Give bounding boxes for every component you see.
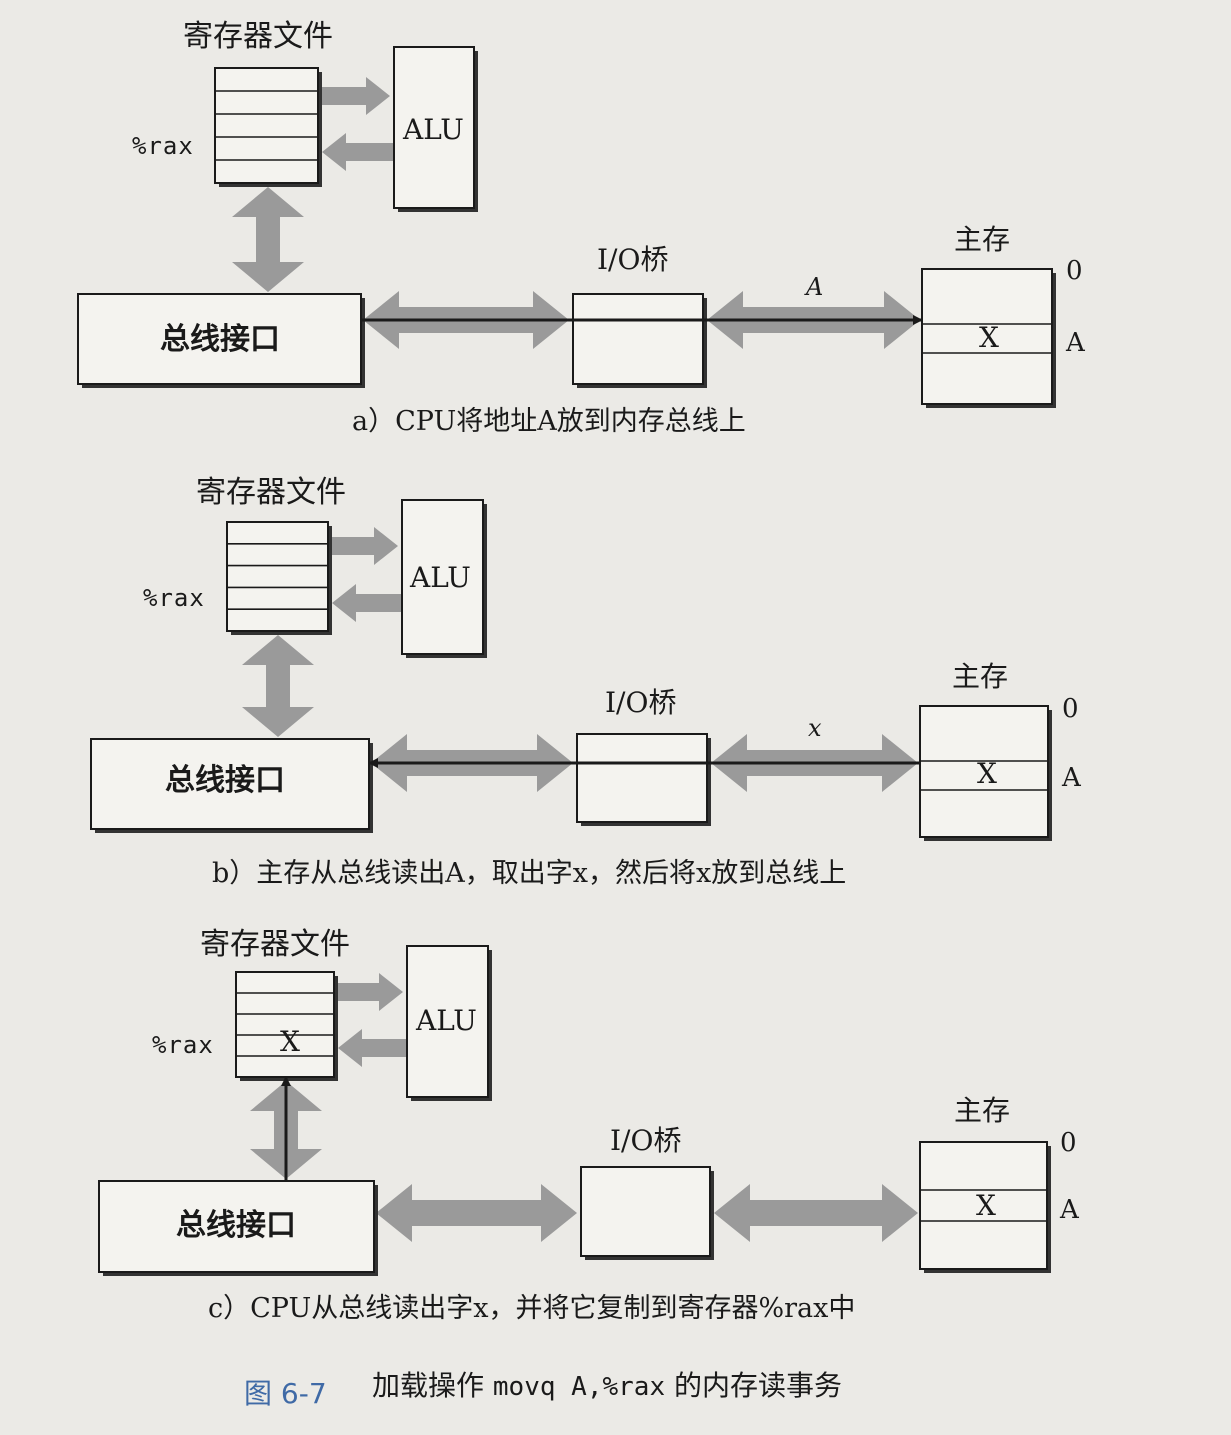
alu-box-a — [393, 46, 475, 209]
main-memory-box-c — [919, 1141, 1048, 1270]
caption-a: a）CPU将地址A放到内存总线上 — [352, 406, 746, 437]
regfile-to-alu-arrow-a — [318, 77, 390, 115]
figure-number: 图 6-7 — [244, 1377, 327, 1410]
bus-interface-label-c: 总线接口 — [176, 1208, 296, 1243]
figure-title-suffix: 的内存读事务 — [665, 1369, 842, 1402]
panel-a — [77, 46, 1056, 408]
address-0-label-c: 0 — [1060, 1128, 1077, 1158]
bus-interface-label-a: 总线接口 — [160, 322, 280, 357]
main-memory-label-a: 主存 — [954, 223, 1011, 256]
bus-interface-box-c — [98, 1180, 375, 1273]
main-memory-label-b: 主存 — [952, 660, 1009, 693]
bus-interface-label-b: 总线接口 — [165, 763, 285, 798]
register-file-label-b: 寄存器文件 — [196, 475, 346, 510]
main-memory-box-a — [921, 268, 1053, 405]
bus-interface-box-a — [77, 293, 362, 385]
caption-c: c）CPU从总线读出字x，并将它复制到寄存器%rax中 — [208, 1293, 856, 1324]
address-a-label-b: A — [1062, 763, 1081, 793]
register-file-label-a: 寄存器文件 — [183, 19, 333, 54]
memory-cell-x-a: X — [979, 321, 999, 354]
io-bridge-label-a: I/O桥 — [597, 243, 669, 276]
main-memory-box-b — [919, 705, 1049, 838]
alu-to-regfile-arrow-a — [322, 133, 394, 171]
regfile-bus-arrow-a — [232, 187, 304, 292]
rax-label-c: %rax — [152, 1031, 214, 1059]
alu-label-b: ALU — [410, 561, 471, 594]
alu-to-regfile-arrow-b — [332, 584, 402, 622]
alu-to-regfile-arrow-c — [338, 1029, 407, 1067]
address-a-label-c: A — [1060, 1195, 1079, 1225]
figure-title-prefix: 加载操作 — [372, 1369, 493, 1402]
regfile-to-alu-arrow-b — [328, 527, 398, 565]
io-bridge-label-c: I/O桥 — [610, 1124, 682, 1157]
register-file-b — [226, 521, 329, 632]
alu-label-a: ALU — [403, 113, 464, 146]
io-bridge-box-c — [580, 1166, 711, 1257]
panel-b — [90, 499, 1052, 841]
io-bridge-box-b — [576, 733, 708, 823]
figure-title-code: movq A,%rax — [492, 1372, 666, 1402]
memory-cell-x-b: X — [977, 757, 997, 790]
system-bus-arrow-c — [376, 1184, 577, 1242]
rax-label-a: %rax — [132, 132, 194, 160]
address-0-label-b: 0 — [1062, 694, 1079, 724]
alu-label-c: ALU — [416, 1004, 477, 1037]
alu-box-b — [401, 499, 484, 655]
rax-value-x-c: X — [280, 1025, 300, 1058]
register-file-a — [214, 67, 319, 184]
rax-label-b: %rax — [143, 584, 205, 612]
register-file-label-c: 寄存器文件 — [200, 927, 350, 962]
regfile-to-alu-arrow-c — [334, 973, 403, 1011]
bus-value-label-b: x — [808, 714, 822, 742]
register-file-c — [235, 971, 335, 1078]
address-0-label-a: 0 — [1066, 256, 1083, 286]
bus-interface-box-b — [90, 738, 370, 830]
bus-value-label-a: A — [806, 273, 824, 301]
main-memory-label-c: 主存 — [954, 1094, 1011, 1127]
figure-title: 加载操作 movq A,%rax 的内存读事务 — [372, 1369, 842, 1402]
memory-bus-arrow-c — [714, 1184, 918, 1242]
panel-c — [98, 945, 1051, 1276]
regfile-bus-arrow-b — [242, 635, 314, 737]
io-bridge-label-b: I/O桥 — [605, 686, 677, 719]
caption-b: b）主存从总线读出A，取出字x，然后将x放到总线上 — [212, 858, 847, 889]
memory-cell-x-c: X — [976, 1189, 996, 1222]
alu-box-c — [406, 945, 489, 1098]
io-bridge-box-a — [572, 293, 704, 385]
address-a-label-a: A — [1066, 328, 1085, 358]
